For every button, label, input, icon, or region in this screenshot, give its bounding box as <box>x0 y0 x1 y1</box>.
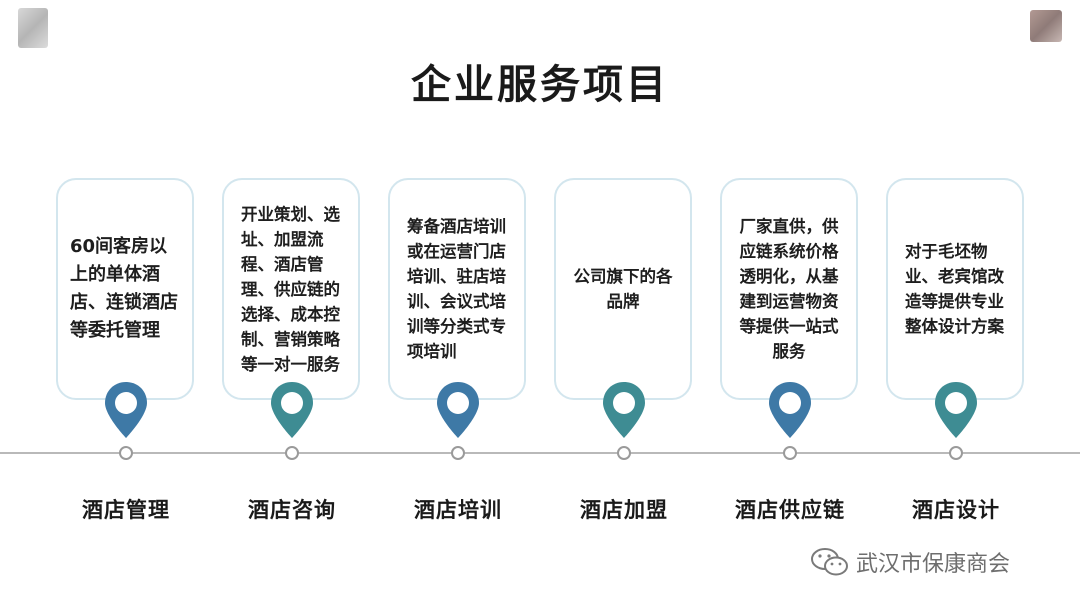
service-card-hotel-franchise: 公司旗下的各品牌 <box>554 178 692 400</box>
service-card-hotel-design: 对于毛坯物业、老宾馆改造等提供专业整体设计方案 <box>886 178 1024 400</box>
timeline-dot <box>119 446 133 460</box>
blurred-logo-right <box>1030 10 1062 42</box>
service-description: 筹备酒店培训或在运营门店培训、驻店培训、会议式培训等分类式专项培训 <box>407 214 507 364</box>
service-card-hotel-supply-chain: 厂家直供，供应链系统价格透明化，从基建到运营物资等提供一站式服务 <box>720 178 858 400</box>
service-label: 酒店咨询 <box>207 494 377 524</box>
service-description: 公司旗下的各品牌 <box>573 264 673 314</box>
watermark-text: 武汉市保康商会 <box>856 546 1010 578</box>
service-label: 酒店培训 <box>373 494 543 524</box>
location-pin-icon <box>103 380 149 440</box>
timeline-dot <box>949 446 963 460</box>
service-label: 酒店设计 <box>871 494 1041 524</box>
page-title: 企业服务项目 <box>0 52 1080 110</box>
watermark: 武汉市保康商会 <box>810 546 1010 578</box>
service-description: 60间客房以上的单体酒店、连锁酒店等委托管理 <box>70 233 180 345</box>
location-pin-icon <box>767 380 813 440</box>
blurred-logo-left <box>18 8 48 48</box>
service-label: 酒店供应链 <box>705 494 875 524</box>
service-description: 开业策划、选址、加盟流程、酒店管理、供应链的选择、成本控制、营销策略等一对一服务 <box>241 202 341 377</box>
service-label: 酒店加盟 <box>539 494 709 524</box>
timeline-dot <box>451 446 465 460</box>
timeline-dot <box>783 446 797 460</box>
timeline-line <box>0 452 1080 454</box>
service-description: 厂家直供，供应链系统价格透明化，从基建到运营物资等提供一站式服务 <box>739 214 839 364</box>
location-pin-icon <box>269 380 315 440</box>
timeline-dot <box>285 446 299 460</box>
service-card-hotel-training: 筹备酒店培训或在运营门店培训、驻店培训、会议式培训等分类式专项培训 <box>388 178 526 400</box>
location-pin-icon <box>933 380 979 440</box>
timeline-dot <box>617 446 631 460</box>
location-pin-icon <box>601 380 647 440</box>
service-description: 对于毛坯物业、老宾馆改造等提供专业整体设计方案 <box>905 239 1005 339</box>
location-pin-icon <box>435 380 481 440</box>
service-card-hotel-management: 60间客房以上的单体酒店、连锁酒店等委托管理 <box>56 178 194 400</box>
service-label: 酒店管理 <box>41 494 211 524</box>
service-card-hotel-consulting: 开业策划、选址、加盟流程、酒店管理、供应链的选择、成本控制、营销策略等一对一服务 <box>222 178 360 400</box>
wechat-icon <box>810 547 850 577</box>
